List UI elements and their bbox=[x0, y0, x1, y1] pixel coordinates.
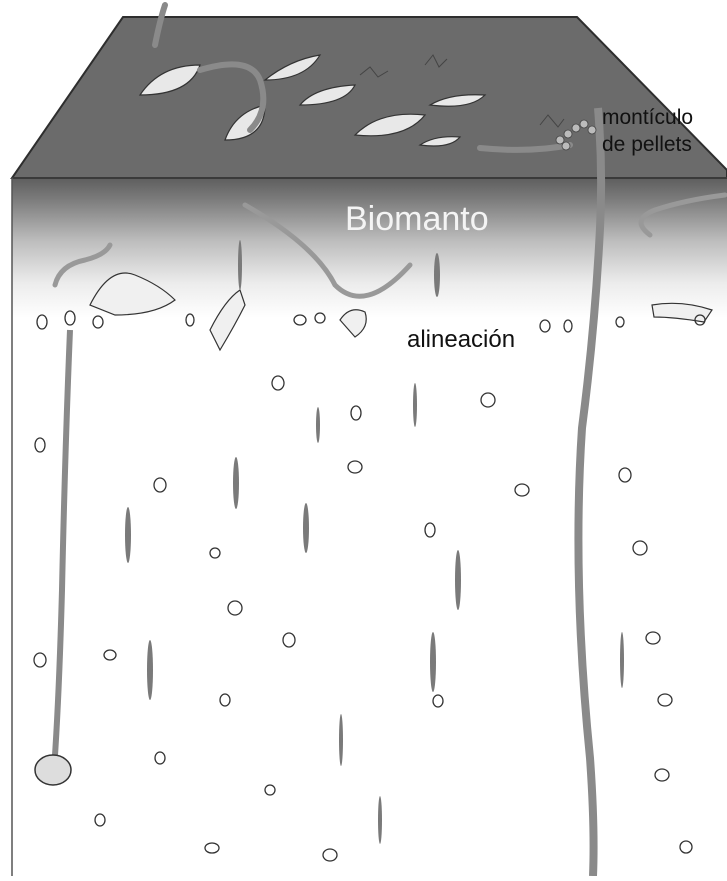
worm-chamber bbox=[35, 755, 71, 785]
pellet-mound-label: montículo de pellets bbox=[602, 104, 693, 158]
stone-line-label: alineación bbox=[407, 326, 515, 354]
pellet-mound-label-line1: montículo bbox=[602, 104, 693, 131]
biomantle-label: Biomanto bbox=[345, 200, 489, 239]
pellet-mound-label-line2: de pellets bbox=[602, 131, 693, 158]
